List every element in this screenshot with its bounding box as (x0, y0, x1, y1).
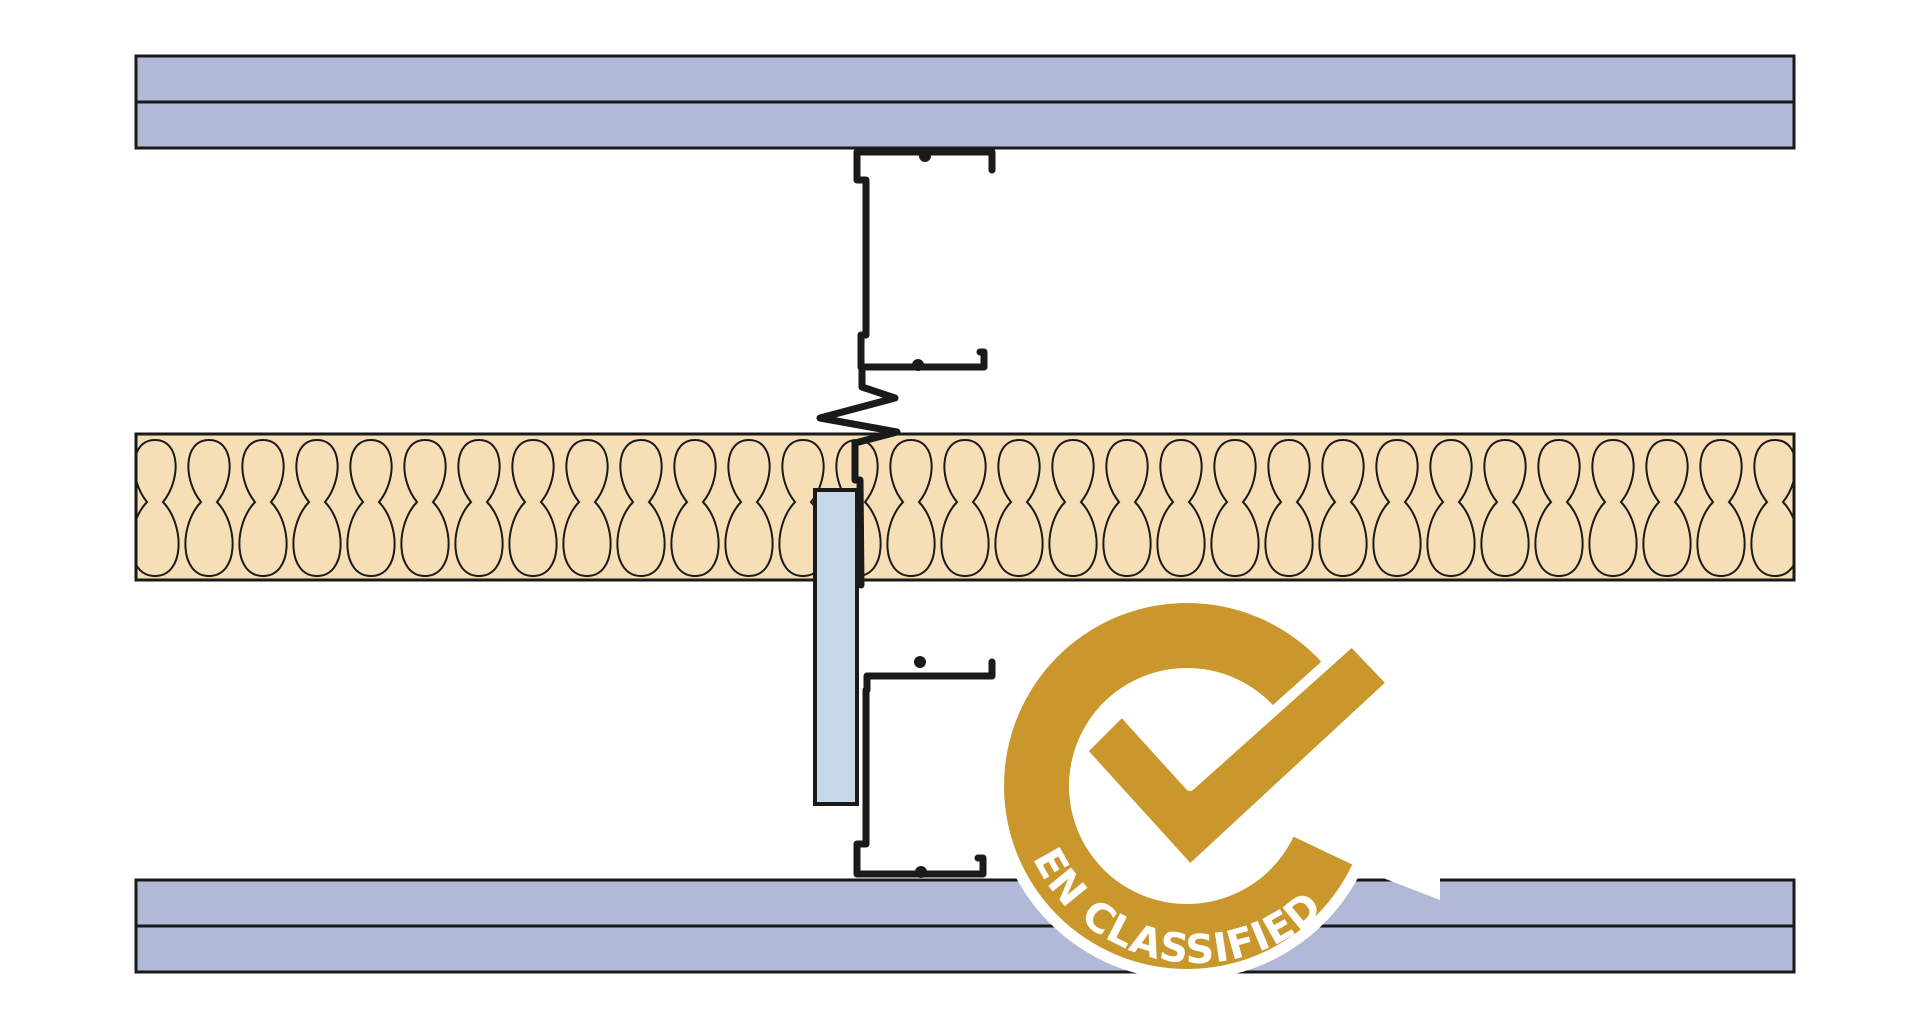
insulation-lobe (508, 438, 558, 578)
insulation-lobe (886, 438, 936, 578)
insulation-lobe (670, 438, 720, 578)
insulation-lobe (940, 438, 990, 578)
top-board-inner (134, 100, 1796, 150)
insulation-lobe (184, 438, 234, 578)
bottom-board-outer (134, 924, 1796, 974)
top-board-outer (134, 54, 1796, 104)
insulation-lobe (1264, 438, 1314, 578)
bottom-board-inner (134, 878, 1796, 928)
insulation-lobe (400, 438, 450, 578)
insulation-lobe (1588, 438, 1638, 578)
lower-stud-screw-top (914, 656, 926, 668)
bottom-plasterboard (134, 878, 1796, 974)
insulation-lobe (1372, 438, 1422, 578)
insulation-lobe (1534, 438, 1584, 578)
check-circle-icon (1077, 636, 1397, 875)
badge-c-opening (1187, 640, 1440, 900)
insulation-band (134, 432, 1796, 582)
en-classified-badge: EN CLASSIFIED (993, 592, 1440, 980)
upper-stud-screw-top (919, 150, 931, 162)
upper-steel-stud (853, 148, 996, 371)
insulation-lobe (1048, 438, 1098, 578)
insulation-lobe (454, 438, 504, 578)
insulation-lobe (1102, 438, 1152, 578)
lower-steel-stud (853, 658, 996, 878)
insulation-lobe (346, 438, 396, 578)
insulation-lobe (724, 438, 774, 578)
top-plasterboard (134, 54, 1796, 150)
insulation-lobe (238, 438, 288, 578)
insulation-layer (134, 432, 1796, 582)
insulation-lobe (292, 438, 342, 578)
lower-stud-screw-bottom (915, 866, 927, 878)
insulation-lobe (1318, 438, 1368, 578)
insulation-lobe (1426, 438, 1476, 578)
insulation-lobe (778, 438, 828, 578)
insulation-lobe (1696, 438, 1746, 578)
insulation-lobe (562, 438, 612, 578)
insulation-lobe (1156, 438, 1206, 578)
zigzag-wall-tie (816, 363, 901, 589)
insulation-lobe (1750, 438, 1794, 578)
insulation-lobe (136, 438, 180, 578)
upper-stud-screw-bottom (912, 359, 924, 371)
insulation-lobe (994, 438, 1044, 578)
insulation-lobe (1210, 438, 1260, 578)
insulation-lobe (1480, 438, 1530, 578)
insulation-lobe (1642, 438, 1692, 578)
bracket-plate (813, 488, 859, 806)
insulation-lobe (616, 438, 666, 578)
